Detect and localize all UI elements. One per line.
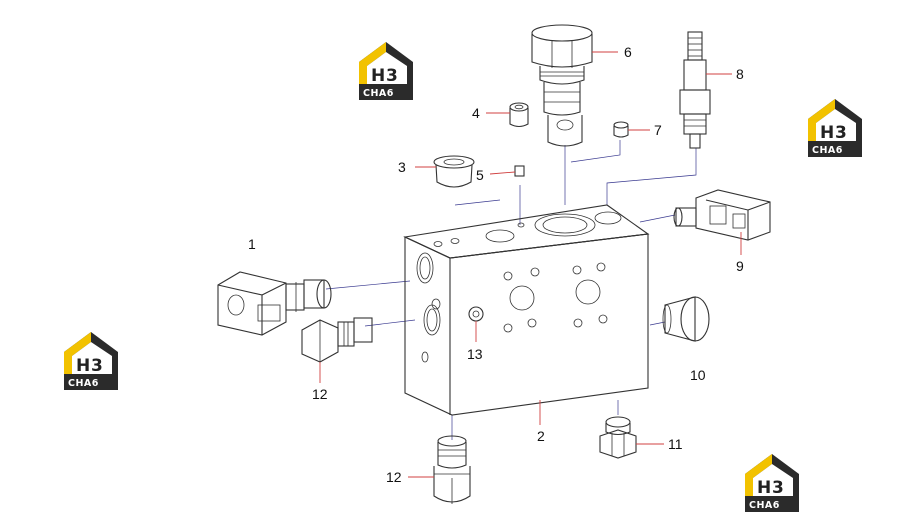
logo-numeral: 3	[835, 123, 847, 143]
watermark-logo-top-right: H 3 СНА6	[804, 97, 866, 159]
label-part-4: 4	[472, 105, 480, 121]
solenoid-part-9	[673, 189, 771, 241]
label-part-13: 13	[467, 346, 483, 362]
logo-letter: H	[820, 123, 834, 143]
label-part-8: 8	[736, 66, 744, 82]
label-part-1: 1	[248, 236, 256, 252]
label-part-7: 7	[654, 122, 662, 138]
fitting-part-11	[599, 416, 637, 459]
watermark-logo-bottom-right: H 3 СНА6	[741, 452, 803, 514]
logo-letter: H	[757, 478, 771, 498]
center-lines	[325, 140, 697, 440]
solenoid-part-1	[217, 271, 332, 336]
watermark-logo-top-left: H 3 СНА6	[355, 40, 417, 102]
label-part-10: 10	[690, 367, 706, 383]
plug-part-12-left	[301, 317, 373, 363]
logo-text: СНА6	[68, 378, 99, 389]
cap-part-3	[433, 155, 475, 188]
plug-part-4	[509, 102, 529, 128]
manifold-block	[403, 204, 650, 416]
logo-text: СНА6	[363, 88, 394, 99]
label-part-11: 11	[668, 436, 683, 452]
logo-numeral: 3	[386, 66, 398, 86]
plug-part-5	[514, 165, 525, 177]
label-part-6: 6	[624, 44, 632, 60]
label-part-3: 3	[398, 159, 406, 175]
leader-lines	[319, 51, 742, 478]
watermark-logo-middle-left: H 3 СНА6	[60, 330, 122, 392]
cartridge-valve-part-6	[531, 24, 593, 147]
label-part-2: 2	[537, 428, 545, 444]
plug-part-7	[613, 121, 629, 138]
logo-numeral: 3	[772, 478, 784, 498]
logo-text: СНА6	[812, 145, 843, 156]
plug-part-12-bottom	[433, 435, 471, 504]
label-part-12-bottom: 12	[386, 469, 402, 485]
logo-numeral: 3	[91, 356, 103, 376]
label-part-9: 9	[736, 258, 744, 274]
plug-part-13	[468, 306, 484, 322]
label-part-5: 5	[476, 167, 484, 183]
logo-letter: H	[371, 66, 385, 86]
logo-text: СНА6	[749, 500, 780, 511]
adjuster-part-8	[679, 31, 711, 149]
label-part-12-left: 12	[312, 386, 328, 402]
logo-letter: H	[76, 356, 90, 376]
plug-part-10	[662, 296, 710, 342]
